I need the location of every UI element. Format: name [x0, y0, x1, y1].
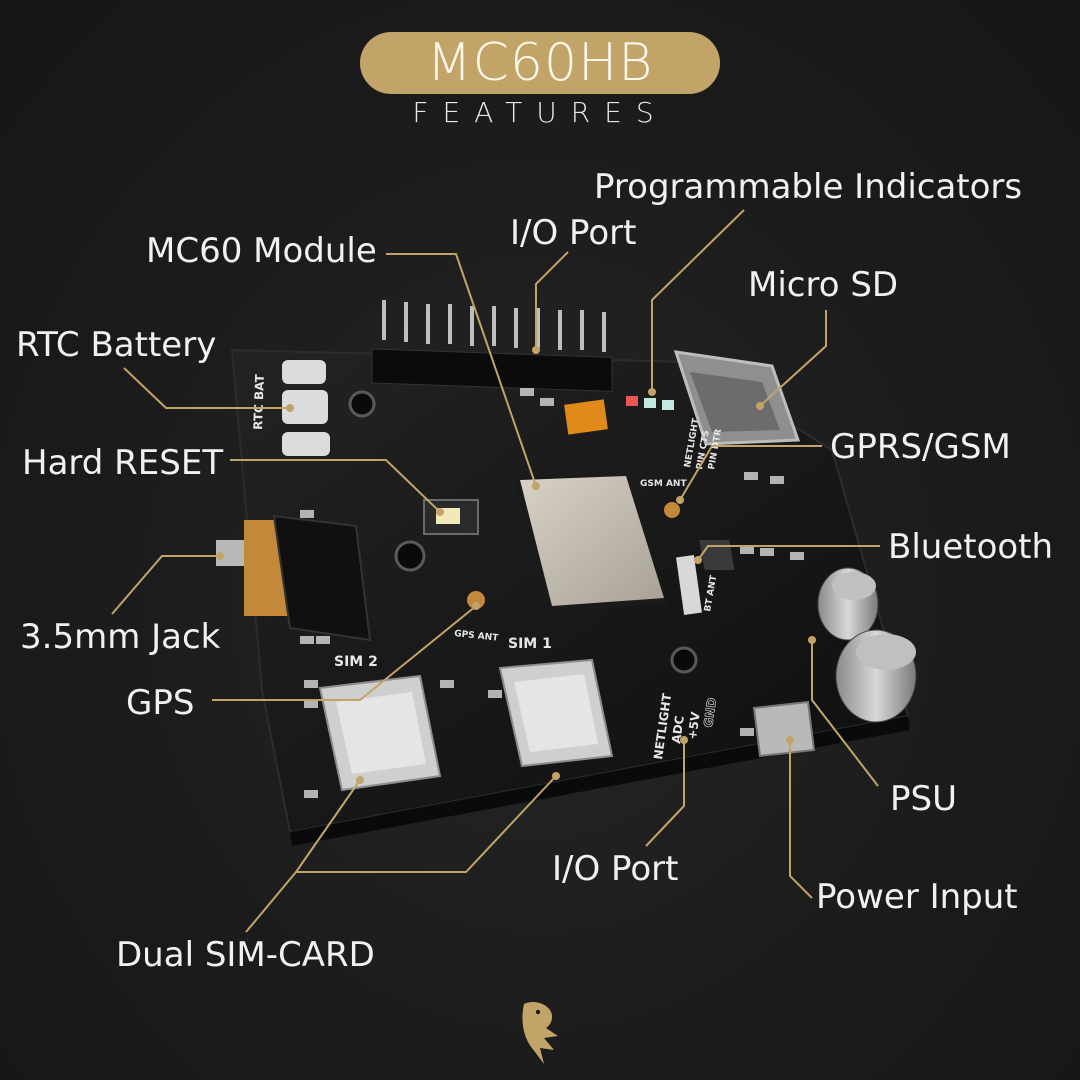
label-micro-sd: Micro SD: [748, 265, 899, 305]
silk-sim1: SIM 1: [508, 636, 552, 652]
leader-lines: [111, 209, 880, 933]
label-mc60-module: MC60 Module: [146, 231, 377, 271]
leader-reset: [230, 459, 441, 513]
silk-sim2: SIM 2: [334, 654, 378, 670]
micro-usb-port: [752, 700, 816, 758]
label-psu: PSU: [890, 779, 957, 819]
label-io-port-bottom: I/O Port: [552, 849, 679, 889]
label-dual-sim: Dual SIM-CARD: [116, 935, 375, 975]
mounting-holes: [348, 390, 698, 674]
pin-header: [371, 300, 613, 392]
smd-pads: [300, 388, 804, 798]
leader-dots: [216, 346, 816, 784]
silk-gsm-ant: GSM ANT: [640, 479, 687, 489]
mc60-module: [514, 472, 735, 612]
pcb-edge: [290, 716, 910, 846]
leader-dual-sim-branch: [295, 779, 361, 873]
leader-io-port-top: [535, 251, 569, 350]
label-gps: GPS: [126, 683, 195, 723]
page-subtitle: FEATURES: [412, 96, 668, 129]
silk-gps-ant: GPS ANT: [454, 629, 500, 644]
audio-jack: [216, 514, 372, 642]
tantalum-capacitor: [564, 399, 608, 435]
rtc-battery-pads: [282, 360, 330, 456]
leader-dual-sim: [245, 775, 557, 933]
silk-rtc-bat: RTC BAT: [251, 373, 267, 430]
page-title: MC60HB: [426, 33, 654, 93]
label-programmable-indicators: Programmable Indicators: [594, 167, 1023, 207]
leader-io-port-bottom: [645, 740, 685, 847]
leader-gprs-gsm: [679, 445, 822, 501]
leader-psu: [811, 640, 879, 787]
label-hard-reset: Hard RESET: [22, 443, 224, 483]
bt-antenna-chip: [676, 555, 702, 615]
label-io-port-top: I/O Port: [510, 213, 637, 253]
eagle-logo-icon: [522, 1002, 558, 1064]
leader-bluetooth: [697, 545, 880, 561]
leader-gps: [212, 605, 477, 701]
leader-rtc: [123, 367, 290, 409]
label-bluetooth: Bluetooth: [888, 527, 1054, 567]
sim-slots: [318, 658, 614, 792]
silk-gnd: GND: [701, 697, 719, 729]
electrolytic-capacitors: [817, 567, 917, 723]
label-jack: 3.5mm Jack: [20, 617, 221, 657]
leader-prog-indicators: [651, 209, 745, 392]
micro-sd-slot: [673, 350, 801, 446]
leader-power-input: [789, 740, 813, 899]
title-pill: MC60HB: [360, 32, 720, 94]
leader-micro-sd: [759, 310, 827, 407]
leader-jack: [111, 555, 220, 615]
silk-5v: +5V: [685, 710, 703, 740]
label-rtc-battery: RTC Battery: [16, 325, 217, 365]
label-power-input: Power Input: [816, 877, 1018, 917]
label-gprs-gsm: GPRS/GSM: [830, 427, 1011, 467]
antenna-connectors: [467, 502, 680, 609]
leader-mc60: [386, 253, 537, 487]
status-leds: [626, 396, 674, 410]
